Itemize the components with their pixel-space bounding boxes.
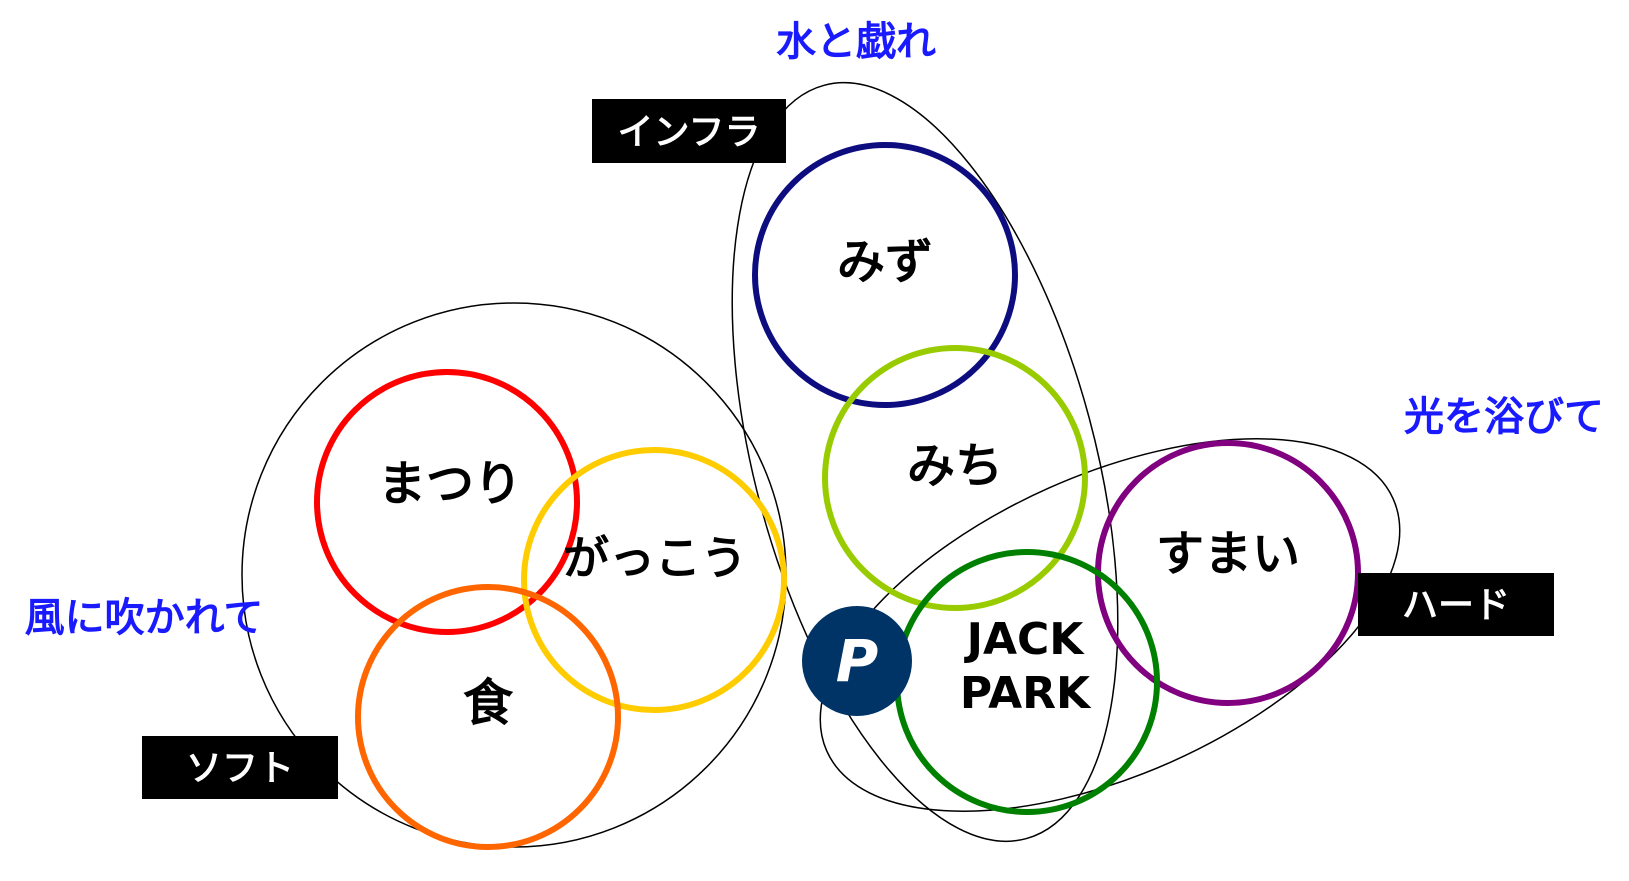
soft-tag-label: ソフト xyxy=(186,748,294,789)
hard-group-outline xyxy=(819,438,1401,812)
michi-label: みち xyxy=(907,438,1003,494)
infra-tag-label: インフラ xyxy=(618,112,761,153)
hard-tag-label: ハード xyxy=(1402,585,1510,626)
gakkou-label: がっこう xyxy=(563,531,747,585)
matsuri-circle xyxy=(314,369,580,635)
infra-tag-box xyxy=(592,99,786,163)
mizu-circle xyxy=(752,142,1018,408)
parking-icon-label: P xyxy=(836,627,879,695)
heading-left: 風に吹かれて xyxy=(25,595,264,641)
hard-tag-box xyxy=(1358,573,1554,636)
sumai-label: すまい xyxy=(1156,526,1300,582)
matsuri-label: まつり xyxy=(378,456,522,512)
heading-top: 水と戯れ xyxy=(776,19,936,65)
mizu-label: みず xyxy=(837,234,933,290)
jackpark-label-line1: JACK xyxy=(964,614,1086,665)
jackpark-label-line2: PARK xyxy=(960,668,1092,719)
soft-tag-box xyxy=(142,736,338,799)
michi-circle xyxy=(822,345,1088,611)
gakkou-circle xyxy=(521,447,787,713)
heading-right: 光を浴びて xyxy=(1404,394,1604,440)
shoku-label: 食 xyxy=(463,674,514,732)
shoku-circle xyxy=(355,584,621,850)
parking-icon-circle xyxy=(802,606,912,716)
